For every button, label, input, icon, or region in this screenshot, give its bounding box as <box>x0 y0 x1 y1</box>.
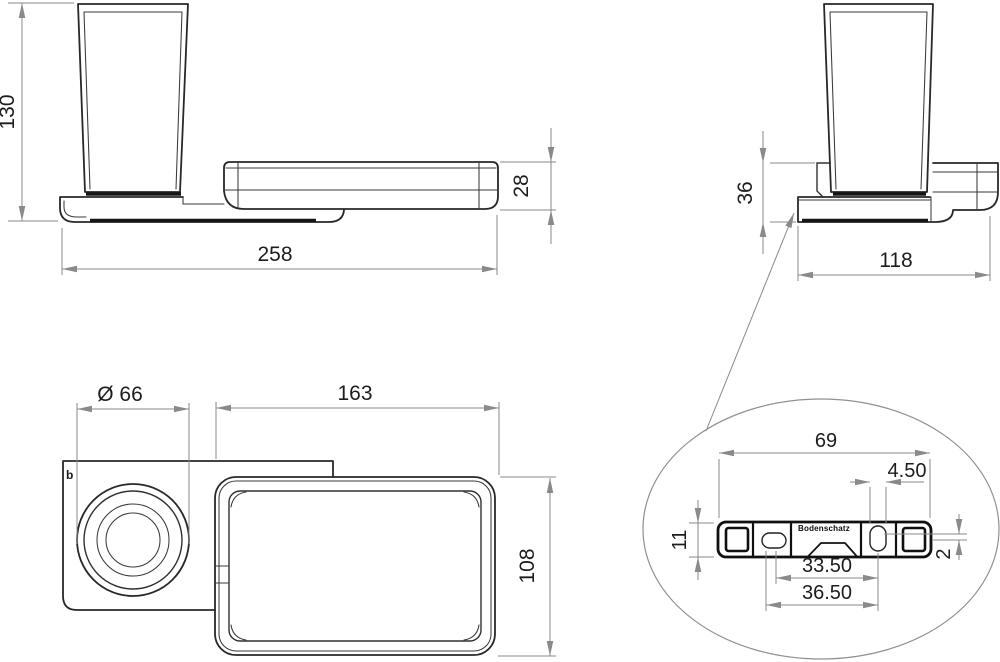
shelf-plan-corner-arcs <box>230 491 480 641</box>
dim-hole-spacing-max-label: 36.50 <box>802 582 852 604</box>
dim-depth-label: 118 <box>879 249 912 272</box>
tumbler-side-outline <box>823 3 934 193</box>
detail-bubble-ellipse <box>642 398 1000 660</box>
wall-rail-step <box>182 196 225 205</box>
backplate-plan-outline <box>62 460 334 611</box>
dim-cup-diameter-label: Ø 66 <box>97 383 143 406</box>
shelf-plan-edge-ticks <box>215 565 229 584</box>
tumbler-side-inner-lines <box>829 11 928 190</box>
vertical-slot <box>869 525 887 552</box>
horizontal-slot <box>761 532 787 549</box>
dim-plate-height-label: 11 <box>669 530 691 551</box>
dim-holder-height-label: 36 <box>734 181 757 204</box>
holder-bracket-outline <box>932 162 999 211</box>
dim-width-label: 258 <box>257 243 292 266</box>
right-square-hole <box>901 526 927 553</box>
cup-ring-inner-circle <box>105 512 161 568</box>
wall-rail-outline <box>59 196 345 223</box>
shelf-plan-inner-lip <box>228 490 482 642</box>
plate-brand-label: Bodenschatz <box>798 524 850 533</box>
dim-shelf-depth-label: 108 <box>516 548 539 583</box>
shelf-plan-outer <box>214 476 496 656</box>
shelf-front-outline <box>223 161 499 210</box>
rail-side-outline <box>797 196 954 223</box>
wall-rail-inner-corner <box>63 200 87 218</box>
brand-logo-glyph: b <box>66 468 73 482</box>
dim-center-offset-label: 2 <box>933 548 955 559</box>
left-square-hole <box>724 526 750 553</box>
plate-notch <box>807 542 858 558</box>
mounting-plate-dividers <box>751 523 898 556</box>
cup-ring-circle-2 <box>83 490 183 590</box>
dim-shelf-thickness-label: 28 <box>510 174 533 197</box>
dim-shelf-width-label: 163 <box>337 382 372 405</box>
holder-collar-front-tab <box>816 162 831 198</box>
side-view: 36 118 <box>705 3 999 432</box>
dim-height-label: 130 <box>0 94 19 129</box>
cup-ring-outer-circle <box>76 483 190 597</box>
dim-slot-width-label: 4.50 <box>888 460 927 482</box>
cup-ring-circle-3 <box>96 503 170 577</box>
dim-hole-spacing-min-label: 33.50 <box>802 555 852 577</box>
front-view: 130 258 28 <box>0 2 556 275</box>
dim-plate-width-label: 69 <box>815 430 837 452</box>
tumbler-outline <box>77 3 189 193</box>
top-view: b Ø 66 163 108 <box>62 382 556 657</box>
shelf-plan-mid <box>218 480 492 652</box>
detail-view: Bodenschatz 69 4.50 11 2 33.50 36.50 <box>642 398 1000 660</box>
mounting-plate-outline <box>716 520 933 559</box>
tumbler-inner-lines <box>83 11 183 190</box>
detail-leader-line <box>705 212 795 432</box>
